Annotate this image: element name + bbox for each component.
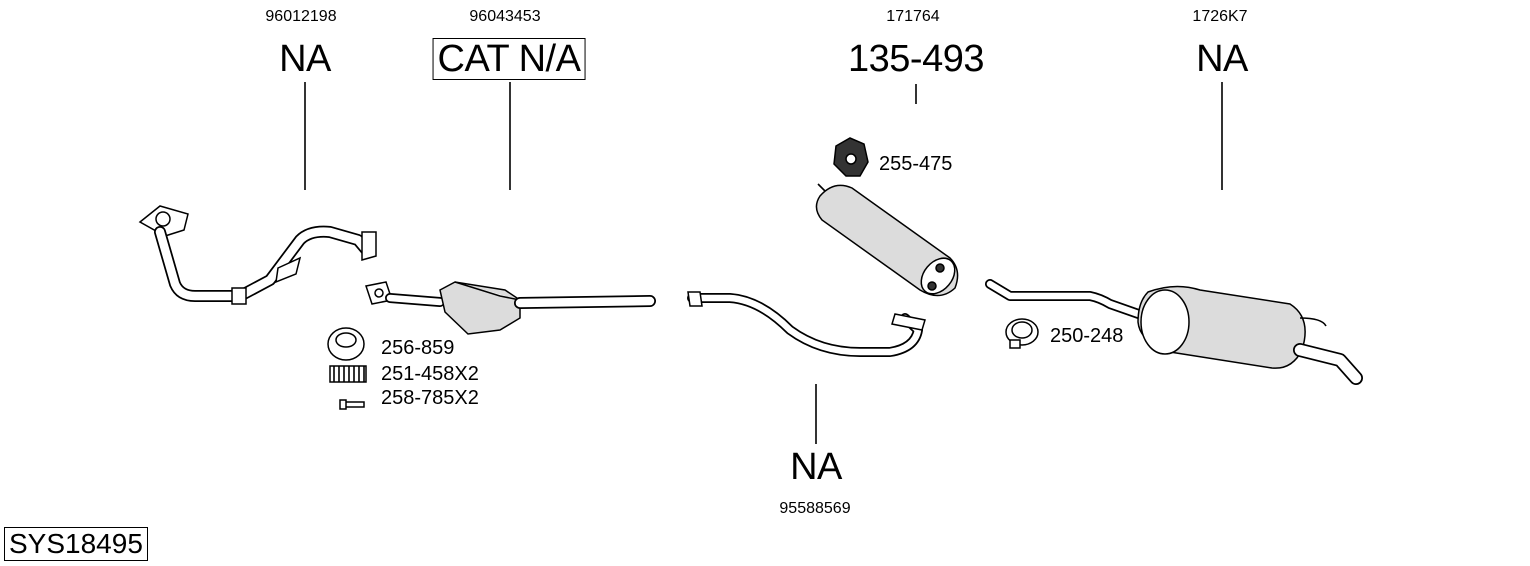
accessory-label-rubber-mount: 255-475 — [879, 153, 953, 175]
accessory-label-spring: 251-458X2 — [381, 363, 479, 385]
oe-number-intermediate-pipe: 95588569 — [779, 500, 851, 517]
system-code-label: SYS18495 — [4, 527, 148, 561]
intermediate-pipe-tube — [687, 293, 923, 357]
gasket-256-859-drawing — [327, 327, 365, 361]
spring-251-458-drawing — [329, 365, 367, 383]
front-pipe-end-flange — [361, 231, 377, 261]
front-pipe-drawing — [138, 205, 377, 305]
front-pipe-flex-joint — [275, 256, 302, 284]
middle-silencer-drawing — [815, 183, 959, 297]
rear-silencer-drawing — [985, 279, 1363, 385]
front-pipe-bracket — [231, 287, 247, 305]
rubber-mount-255-475-drawing — [833, 137, 869, 177]
oe-number-middle-silencer: 171764 — [886, 8, 940, 25]
bolt-258-785-drawing — [339, 399, 365, 410]
part-number-intermediate-pipe: NA — [790, 446, 842, 488]
part-number-rear-silencer: NA — [1196, 38, 1248, 80]
intermediate-pipe-drawing — [687, 291, 926, 357]
catalyst-drawing — [365, 281, 656, 335]
part-number-middle-silencer: 135-493 — [848, 38, 984, 80]
part-number-front-pipe: NA — [279, 38, 331, 80]
oe-number-rear-silencer: 1726K7 — [1192, 8, 1248, 25]
front-pipe-flange-hole — [155, 211, 171, 227]
accessory-label-clamp: 250-248 — [1050, 325, 1124, 347]
oe-number-front-pipe: 96012198 — [265, 8, 337, 25]
part-number-catalyst: CAT N/A — [432, 38, 586, 80]
clamp-250-248-drawing — [1005, 318, 1039, 349]
middle-silencer-body — [815, 184, 959, 297]
accessory-label-bolt: 258-785X2 — [381, 387, 479, 409]
oe-number-catalyst: 96043453 — [469, 8, 541, 25]
accessory-label-gasket: 256-859 — [381, 337, 455, 359]
